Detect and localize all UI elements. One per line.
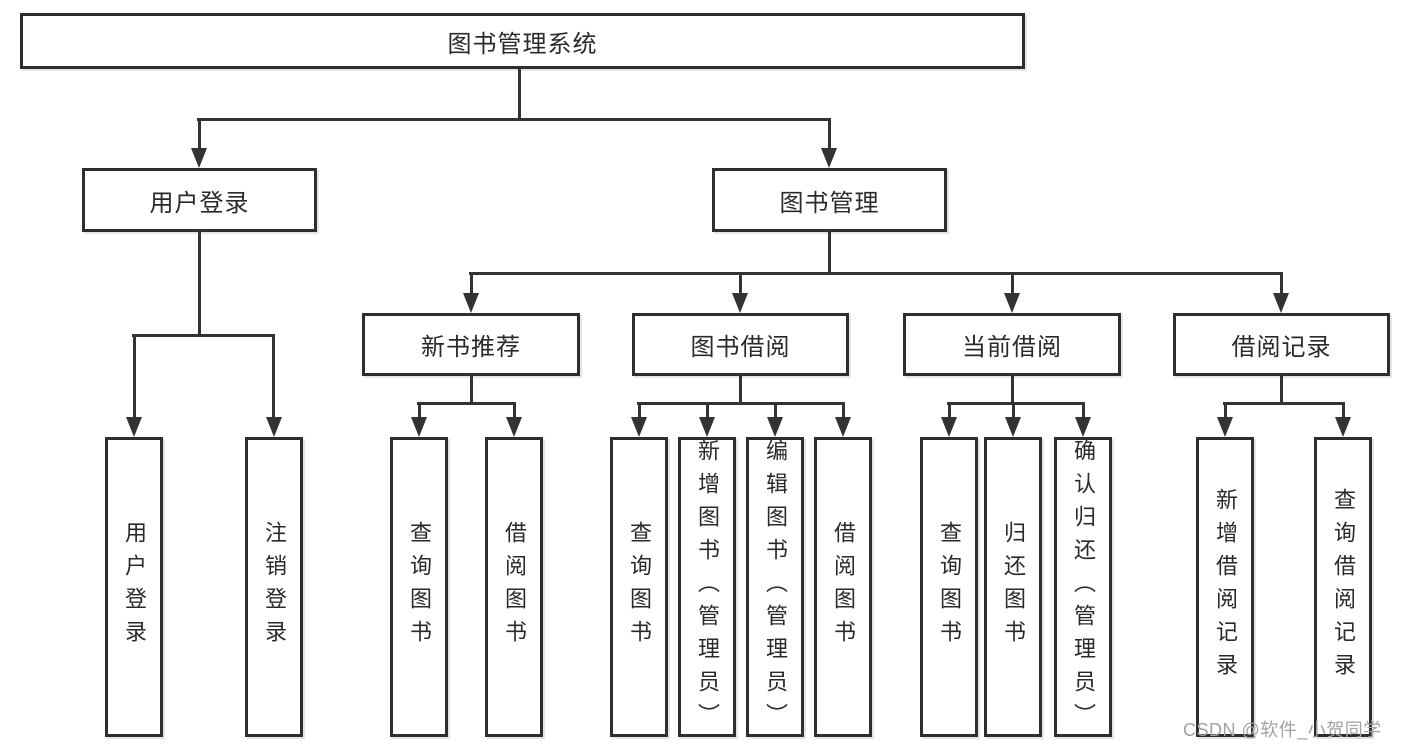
arrow-down-icon xyxy=(821,148,837,168)
connector-line xyxy=(1011,374,1014,405)
node-book-management-label: 图书管理 xyxy=(779,189,880,217)
node-root-label: 图书管理系统 xyxy=(447,30,598,58)
connector-line xyxy=(739,272,742,297)
connector-line xyxy=(133,334,136,420)
connector-line xyxy=(1011,272,1014,297)
connector-line xyxy=(739,374,742,405)
connector-line xyxy=(1280,374,1283,405)
node-current-borrow-label: 当前借阅 xyxy=(962,334,1062,361)
node-borrow-records: 借阅记录 xyxy=(1173,313,1390,376)
leaf-current-query-books: 查询图书 xyxy=(920,437,978,737)
connector-line xyxy=(198,230,201,337)
connector-line xyxy=(842,402,845,422)
arrow-down-icon xyxy=(1217,417,1233,437)
connector-line xyxy=(417,402,516,405)
connector-line xyxy=(1223,402,1345,405)
leaf-recommend-query-books-label: 查询图书 xyxy=(407,521,432,653)
arrow-down-icon xyxy=(767,417,783,437)
leaf-current-confirm-return-admin: 确认归还（管理员） xyxy=(1054,437,1112,737)
arrow-down-icon xyxy=(1273,293,1289,313)
node-book-management: 图书管理 xyxy=(712,168,947,232)
connector-line xyxy=(198,118,201,151)
arrow-down-icon xyxy=(631,417,647,437)
leaf-current-confirm-return-admin-label: 确认归还（管理员） xyxy=(1071,438,1096,736)
connector-line xyxy=(518,69,521,121)
arrow-down-icon xyxy=(699,417,715,437)
connector-line xyxy=(638,402,641,422)
leaf-recommend-borrow-books: 借阅图书 xyxy=(485,437,543,737)
arrow-down-icon xyxy=(1005,417,1021,437)
connector-line xyxy=(1224,402,1227,422)
watermark: CSDN @软件_小贺同学 xyxy=(1183,720,1382,740)
arrow-down-icon xyxy=(411,417,427,437)
node-user-login-label: 用户登录 xyxy=(149,189,250,217)
connector-line xyxy=(774,402,777,422)
connector-line xyxy=(418,402,421,422)
connector-line xyxy=(513,402,516,422)
node-new-book-recommend: 新书推荐 xyxy=(362,313,580,376)
arrow-down-icon xyxy=(126,417,142,437)
node-user-login: 用户登录 xyxy=(82,168,317,232)
arrow-down-icon xyxy=(941,417,957,437)
leaf-current-query-books-label: 查询图书 xyxy=(937,521,962,653)
arrow-down-icon xyxy=(732,293,748,313)
connector-line xyxy=(637,402,845,405)
leaf-logout: 注销登录 xyxy=(245,437,303,737)
arrow-down-icon xyxy=(1004,293,1020,313)
node-book-borrow: 图书借阅 xyxy=(632,313,849,376)
connector-line xyxy=(828,230,831,275)
leaf-borrow-query-books-label: 查询图书 xyxy=(627,521,652,653)
leaf-borrow-add-books-admin-label: 新增图书（管理员） xyxy=(695,438,720,736)
arrow-down-icon xyxy=(506,417,522,437)
leaf-records-query-record-label: 查询借阅记录 xyxy=(1331,488,1356,686)
arrow-down-icon xyxy=(1075,417,1091,437)
leaf-recommend-borrow-books-label: 借阅图书 xyxy=(502,521,527,653)
arrow-down-icon xyxy=(266,417,282,437)
connector-line xyxy=(1280,272,1283,297)
connector-line xyxy=(272,334,275,420)
leaf-borrow-borrow-books-label: 借阅图书 xyxy=(831,521,856,653)
node-borrow-records-label: 借阅记录 xyxy=(1231,334,1332,361)
leaf-user-login-label: 用户登录 xyxy=(122,521,147,653)
node-current-borrow: 当前借阅 xyxy=(903,313,1121,376)
leaf-user-login: 用户登录 xyxy=(105,437,163,737)
leaf-records-add-record: 新增借阅记录 xyxy=(1196,437,1254,737)
leaf-borrow-edit-books-admin-label: 编辑图书（管理员） xyxy=(763,438,788,736)
leaf-borrow-add-books-admin: 新增图书（管理员） xyxy=(678,437,736,737)
arrow-down-icon xyxy=(191,148,207,168)
connector-line xyxy=(470,272,473,297)
leaf-current-return-books-label: 归还图书 xyxy=(1001,521,1026,653)
node-new-book-recommend-label: 新书推荐 xyxy=(421,334,521,361)
connector-line xyxy=(197,118,831,121)
leaf-recommend-query-books: 查询图书 xyxy=(390,437,448,737)
leaf-borrow-edit-books-admin: 编辑图书（管理员） xyxy=(746,437,804,737)
leaf-borrow-query-books: 查询图书 xyxy=(610,437,668,737)
node-root: 图书管理系统 xyxy=(20,13,1025,69)
connector-line xyxy=(1342,402,1345,422)
arrow-down-icon xyxy=(1335,417,1351,437)
leaf-logout-label: 注销登录 xyxy=(262,521,287,653)
connector-line xyxy=(469,272,1283,275)
connector-line xyxy=(470,374,473,405)
connector-line xyxy=(1082,402,1085,422)
connector-line xyxy=(706,402,709,422)
node-book-borrow-label: 图书借阅 xyxy=(690,334,791,361)
leaf-records-add-record-label: 新增借阅记录 xyxy=(1213,488,1238,686)
arrow-down-icon xyxy=(463,293,479,313)
leaf-records-query-record: 查询借阅记录 xyxy=(1314,437,1372,737)
connector-line xyxy=(948,402,951,422)
connector-line xyxy=(828,118,831,151)
connector-line xyxy=(1012,402,1015,422)
arrow-down-icon xyxy=(835,417,851,437)
connector-line xyxy=(132,334,275,337)
leaf-current-return-books: 归还图书 xyxy=(984,437,1042,737)
leaf-borrow-borrow-books: 借阅图书 xyxy=(814,437,872,737)
connector-line xyxy=(947,402,1085,405)
